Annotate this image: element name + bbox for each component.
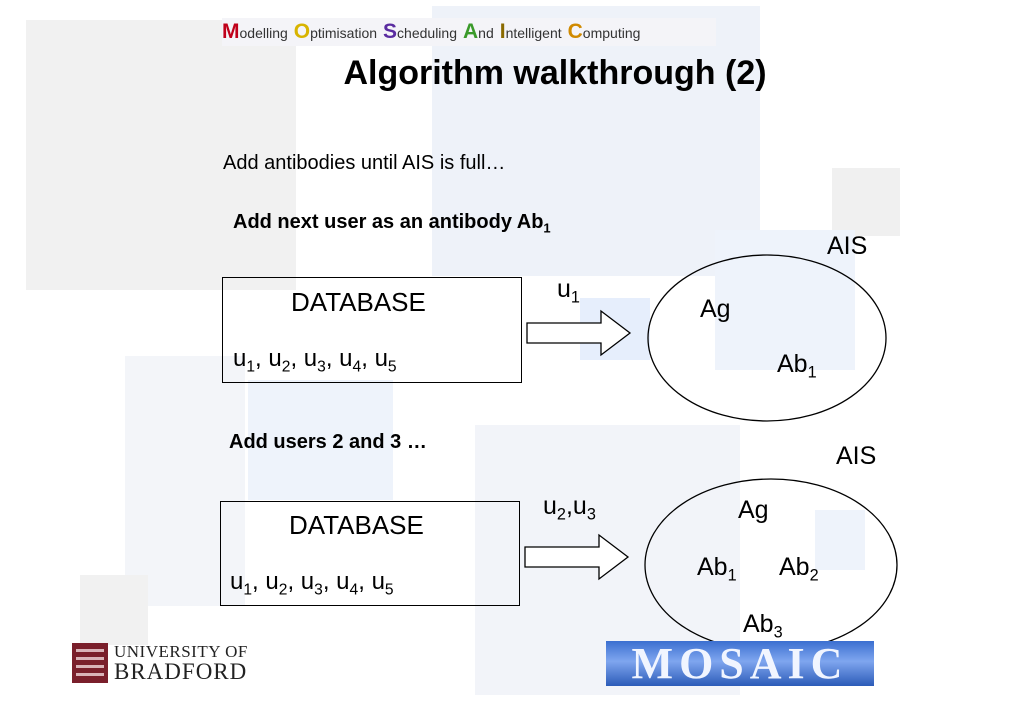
- slide-title: Algorithm walkthrough (2): [343, 54, 767, 92]
- banner-word: Computing: [567, 20, 641, 43]
- database-users: u1, u2, u3, u4, u5: [233, 345, 397, 376]
- database-label: DATABASE: [291, 287, 426, 317]
- banner-initial: C: [567, 20, 583, 43]
- antibody-label: Ab1: [777, 350, 817, 382]
- antigen-label: Ag: [738, 496, 769, 524]
- university-of-bradford-logo: UNIVERSITY OF BRADFORD: [72, 643, 248, 683]
- arrow-label: u2,u3: [543, 492, 596, 524]
- banner-word: Optimisation: [293, 20, 378, 43]
- banner-initial: O: [293, 20, 311, 43]
- antibody-label: Ab2: [779, 553, 819, 585]
- antibody-label: Ab1: [697, 553, 737, 585]
- background-square: [432, 6, 760, 276]
- university-crest-icon: [72, 643, 108, 683]
- background-square: [125, 356, 245, 606]
- arrow-label: u1: [557, 275, 580, 307]
- antigen-label: Ag: [700, 295, 731, 323]
- database-box: [222, 277, 522, 383]
- arrow-right-icon: [524, 533, 630, 581]
- mosaic-banner: Modelling Optimisation Scheduling And In…: [222, 18, 716, 46]
- database-label: DATABASE: [289, 510, 424, 540]
- background-square: [26, 20, 296, 290]
- mosaic-logo: MOSAIC: [606, 639, 874, 688]
- ais-label: AIS: [827, 232, 868, 260]
- banner-initial: M: [222, 20, 240, 43]
- step-heading-2: Add users 2 and 3 …: [229, 431, 427, 453]
- ais-ellipse: [647, 254, 887, 422]
- slide-subtitle: Add antibodies until AIS is full…: [223, 152, 506, 174]
- background-square: [80, 575, 148, 645]
- banner-word: Scheduling: [383, 20, 457, 43]
- background-square: [832, 168, 900, 236]
- background-square: [815, 510, 865, 570]
- banner-initial: S: [383, 20, 398, 43]
- background-square: [715, 230, 855, 370]
- banner-initial: I: [499, 20, 506, 43]
- step-heading-1: Add next user as an antibody Ab1: [233, 211, 551, 236]
- banner-word: And: [462, 20, 494, 43]
- arrow-right-icon: [526, 309, 632, 357]
- banner-initial: A: [462, 20, 479, 43]
- ais-label: AIS: [836, 442, 877, 470]
- background-square: [248, 380, 393, 500]
- database-users: u1, u2, u3, u4, u5: [230, 568, 394, 599]
- university-wordmark: UNIVERSITY OF BRADFORD: [114, 642, 248, 684]
- banner-word: Intelligent: [499, 20, 562, 43]
- database-box: [220, 501, 520, 606]
- banner-word: Modelling: [222, 20, 288, 43]
- antibody-label: Ab3: [743, 610, 783, 642]
